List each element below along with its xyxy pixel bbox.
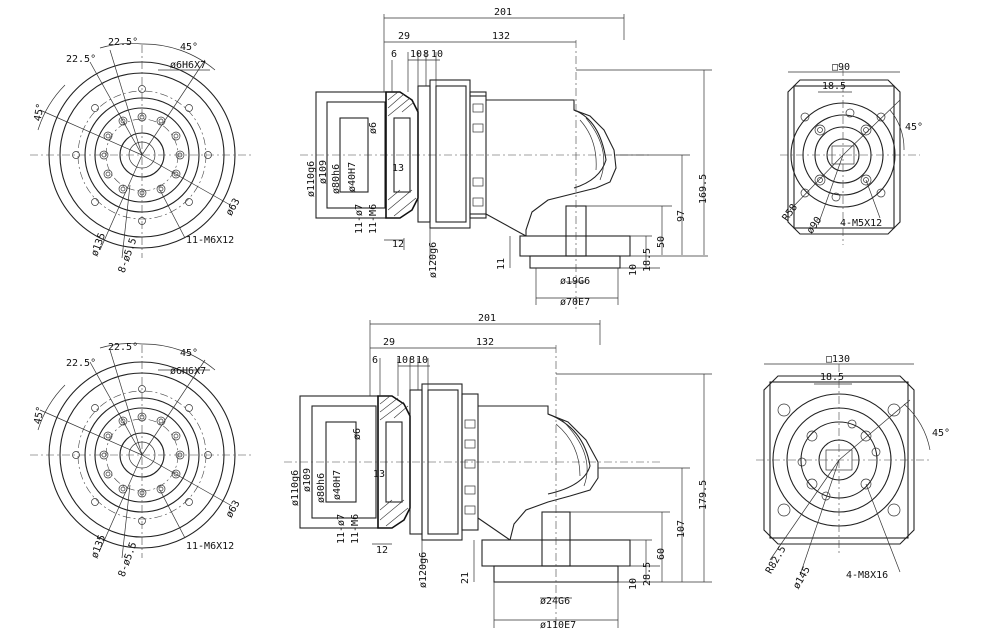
t-dim8: 8 [423,49,429,60]
t-dim13: 13 [392,163,404,174]
b-6h6: ø6H6X7 [170,366,206,377]
t-dia6: ø6 [368,122,379,134]
b-dim132: 132 [476,337,494,348]
b-dim12: 12 [376,545,388,556]
t-dia120: ø120g6 [428,242,439,278]
bottom-right-square-view [756,363,931,576]
b-r185: 18.5 [820,372,844,383]
t-dia40: ø40H7 [347,162,358,192]
b-sq130: □130 [826,354,850,365]
t-dia110: ø110g6 [306,161,317,197]
b-dim10b: 10 [416,355,428,366]
t-dim29: 29 [398,31,410,42]
b-dia6: ø6 [352,428,363,440]
t-rbolts: 4-M5X12 [840,218,882,229]
b-labm: 11-M6 [350,514,361,544]
t-labm: 11-M6 [368,204,379,234]
b-r45: 45° [932,428,950,439]
b-8hole: 8-ø5.5 [117,541,140,579]
t-lab11: 11-ø7 [354,204,365,234]
b-ang2: 22.5° [66,358,96,369]
t-dim12: 12 [392,239,404,250]
t-dim1695: 169.5 [698,174,709,204]
t-6h6: ø6H6X7 [170,60,206,71]
t-dia19: ø19G6 [560,276,590,287]
t-dim132: 132 [492,31,510,42]
b-dim10c: 10 [628,578,639,590]
t-dim6: 6 [391,49,397,60]
b-r145: ø145 [791,565,813,591]
t-dim185: 18.5 [642,248,653,272]
t-8hole: 8-ø5.5 [117,237,140,275]
b-dia40: ø40H7 [332,470,343,500]
bottom-left-flange-view [30,343,254,559]
b-dim60: 60 [656,548,667,560]
t-ang3: 45° [180,42,198,53]
t-r90: ø90 [805,215,824,236]
b-dia80: ø80h6 [316,473,327,503]
b-dim107: 107 [676,520,687,538]
t-dim10a: 10 [410,49,422,60]
top-left-flange-view [30,43,254,259]
b-dia110e: ø110E7 [540,620,576,631]
t-r45: 45° [905,122,923,133]
b-dim6: 6 [372,355,378,366]
bottom-side-view [284,320,712,628]
t-dia80: ø80h6 [331,164,342,194]
b-dim21: 21 [460,572,471,584]
t-ang1: 22.5° [108,37,138,48]
b-63: ø63 [224,499,243,520]
b-ang3: 45° [180,348,198,359]
t-11m6: 11-M6X12 [186,235,234,246]
b-r825: R82.5 [764,544,789,576]
b-dim285: 28.5 [642,562,653,586]
t-135: ø135 [90,232,109,258]
b-dim1795: 179.5 [698,480,709,510]
b-dia109: ø109 [302,468,313,492]
t-dim201: 201 [494,7,512,18]
b-dim201: 201 [478,313,496,324]
b-dia110: ø110g6 [290,470,301,506]
t-r185: 18.5 [822,81,846,92]
t-dia70: ø70E7 [560,297,590,308]
b-dim8: 8 [409,355,415,366]
b-135: ø135 [90,534,109,560]
top-right-square-view [780,68,920,245]
t-dim50: 50 [656,236,667,248]
b-11m6: 11-M6X12 [186,541,234,552]
top-side-view [300,14,712,310]
b-dia24: ø24G6 [540,596,570,607]
t-sq90: □90 [832,62,850,73]
t-ang2: 22.5° [66,54,96,65]
t-r58: R58 [781,202,800,223]
t-dim10c: 10 [628,264,639,276]
t-ang4: 45° [33,102,47,122]
b-dim13: 13 [373,469,385,480]
b-dim10a: 10 [396,355,408,366]
t-dia109: ø109 [318,160,329,184]
b-ang1: 22.5° [108,342,138,353]
t-63: ø63 [224,197,243,218]
b-dia120: ø120g6 [418,552,429,588]
t-dim10b: 10 [431,49,443,60]
b-ang4: 45° [33,405,47,425]
t-dim97: 97 [676,210,687,222]
b-lab11: 11-ø7 [336,514,347,544]
b-rbolts: 4-M8X16 [846,570,888,581]
t-dim11: 11 [496,258,507,270]
b-dim29: 29 [383,337,395,348]
